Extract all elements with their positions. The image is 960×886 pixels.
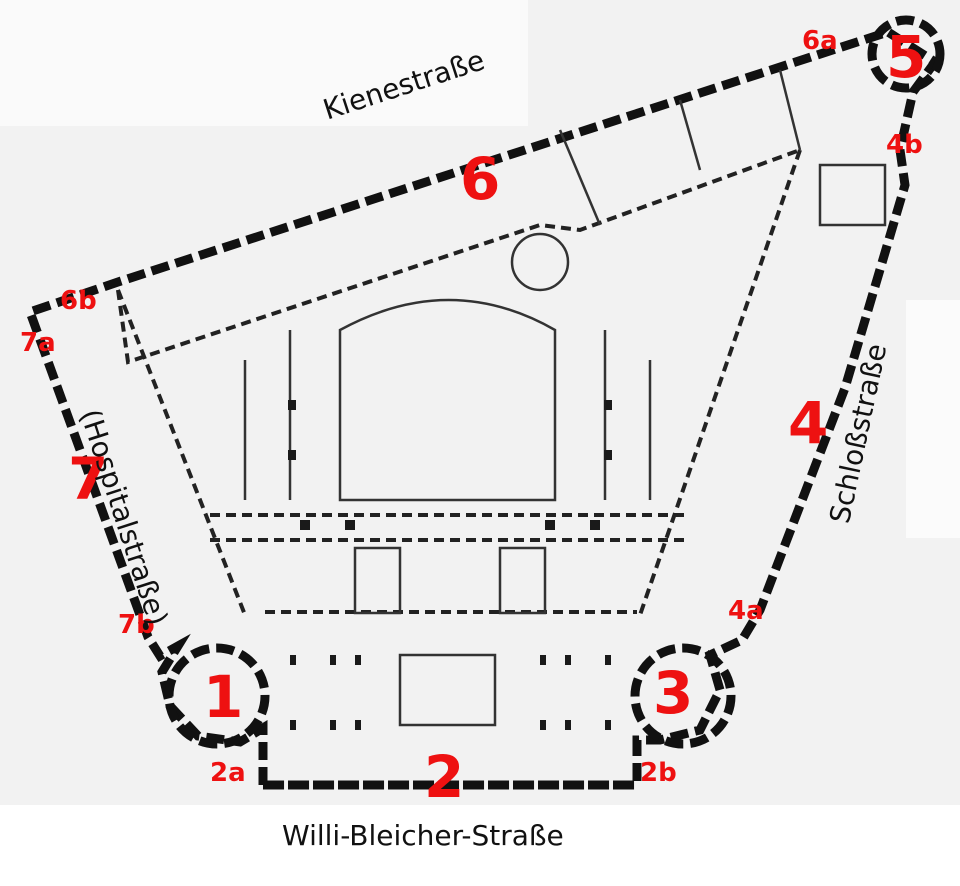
staircase-right (498, 546, 547, 615)
outer-wall (24, 27, 942, 790)
label-corner-6b: 6b (60, 286, 97, 316)
label-building-6: 6 (460, 145, 501, 213)
label-corner-2a: 2a (210, 758, 246, 788)
spiral-stair (510, 232, 570, 292)
label-building-4: 4 (788, 389, 829, 457)
label-building-7: 7 (68, 445, 109, 513)
central-court (338, 298, 557, 502)
grand-staircase (398, 653, 497, 727)
white-patch-top-left (0, 0, 528, 126)
tower-1-wall (164, 643, 270, 749)
white-patch-right (906, 300, 960, 538)
label-building-1: 1 (203, 663, 244, 731)
label-corner-7b: 7b (118, 610, 155, 640)
tower-3-wall (630, 643, 736, 749)
west-wing-inner (116, 289, 247, 616)
east-wing-inner (638, 149, 802, 616)
staircase-left (353, 546, 402, 615)
label-building-5: 5 (886, 23, 927, 91)
tower-5-wall (867, 15, 945, 93)
hall-piers (288, 400, 612, 730)
north-wing-inner (116, 148, 801, 365)
label-corner-4a: 4a (728, 596, 764, 626)
white-patch-bottom (0, 805, 960, 886)
label-corner-4b: 4b (886, 130, 923, 160)
street-willi-bleicher: Willi-Bleicher-Straße (282, 819, 564, 852)
label-building-3: 3 (653, 659, 694, 727)
label-building-2: 2 (424, 743, 465, 811)
label-corner-2b: 2b (640, 758, 677, 788)
label-corner-7a: 7a (20, 328, 56, 358)
label-corner-6a: 6a (802, 26, 838, 56)
